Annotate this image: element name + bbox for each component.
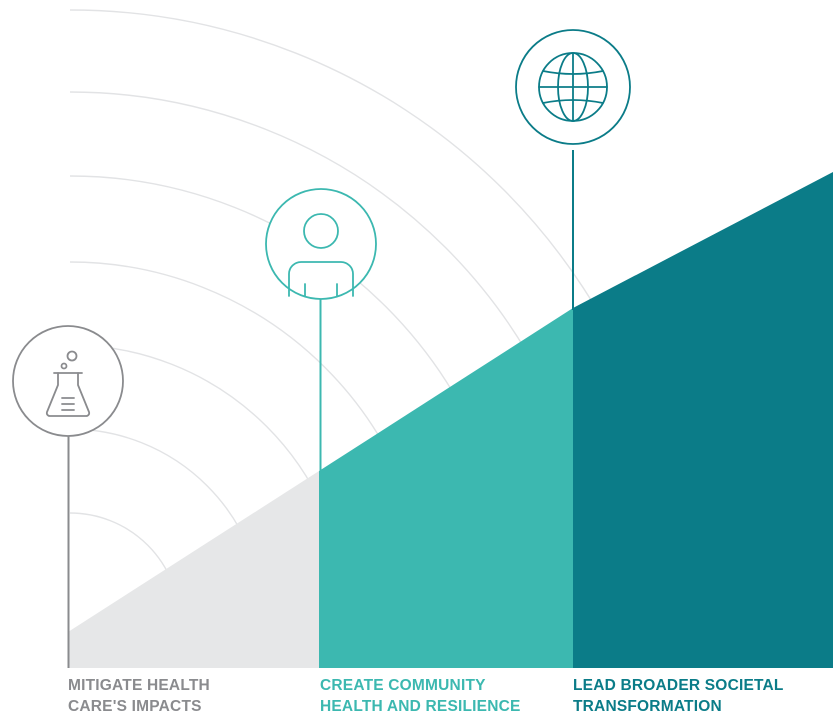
- person-icon-ring: [265, 188, 377, 300]
- stage-3-label: LEAD BROADER SOCIETAL TRANSFORMATION: [573, 675, 784, 717]
- person-icon: [265, 188, 377, 300]
- stage-1-label-line: MITIGATE HEALTH: [68, 677, 210, 694]
- stage-3-label-line: LEAD BROADER SOCIETAL: [573, 677, 784, 694]
- background-arcs: [69, 9, 684, 624]
- stage-2-label-line: CREATE COMMUNITY: [320, 677, 486, 694]
- stage-1-label: MITIGATE HEALTH CARE'S IMPACTS: [68, 675, 210, 717]
- stage-2-label-line: HEALTH AND RESILIENCE: [320, 698, 521, 715]
- stage-2-area: [319, 308, 573, 668]
- stage-3-area: [573, 172, 833, 668]
- stage-1-label-line: CARE'S IMPACTS: [68, 698, 202, 715]
- globe-icon: [515, 29, 631, 145]
- stage-3-label-line: TRANSFORMATION: [573, 698, 722, 715]
- stage-2-label: CREATE COMMUNITY HEALTH AND RESILIENCE: [320, 675, 521, 717]
- flask-icon: [12, 325, 124, 437]
- stage-1-area: [68, 471, 319, 668]
- flask-icon-ring: [12, 325, 124, 437]
